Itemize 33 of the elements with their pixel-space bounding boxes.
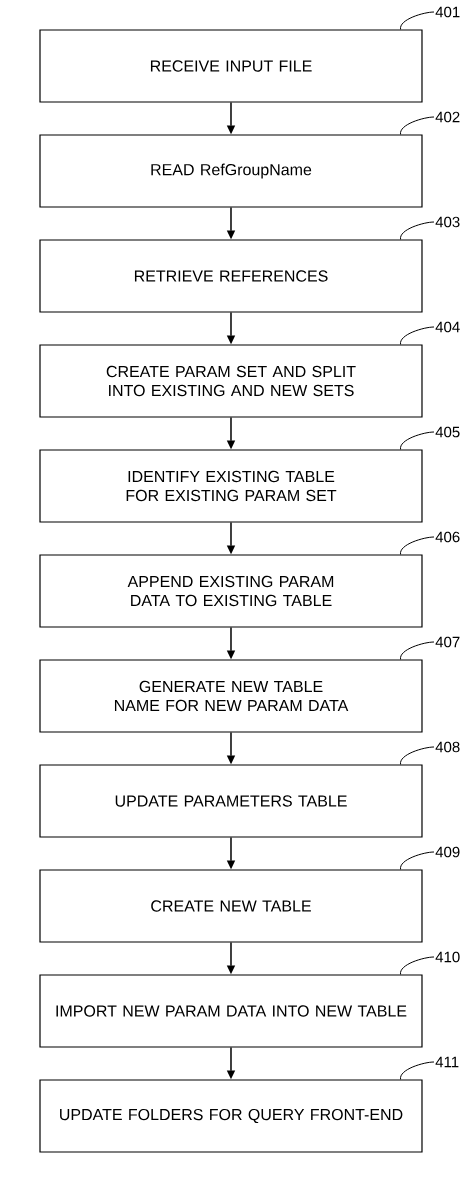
leader-line [400, 116, 435, 135]
process-box: READ RefGroupName [39, 134, 423, 208]
process-box: UPDATE PARAMETERS TABLE [39, 764, 423, 838]
process-box: IMPORT NEW PARAM DATA INTO NEW TABLE [39, 974, 423, 1048]
reference-number: 404 [435, 321, 460, 333]
leader-line [400, 746, 435, 765]
leader-line [400, 221, 435, 240]
leader-line [400, 326, 435, 345]
reference-number: 401 [435, 6, 460, 18]
process-box: RECEIVE INPUT FILE [39, 29, 423, 103]
reference-number: 409 [435, 846, 460, 858]
leader-line [400, 956, 435, 975]
leader-line [400, 641, 435, 660]
reference-number: 405 [435, 426, 460, 438]
reference-number: 403 [435, 216, 460, 228]
reference-number: 406 [435, 531, 460, 543]
leader-line [400, 851, 435, 870]
process-box: CREATE PARAM SET AND SPLIT INTO EXISTING AND NEW SETS [39, 344, 423, 418]
leader-line [400, 11, 435, 30]
reference-number: 411 [435, 1056, 459, 1068]
process-box: CREATE NEW TABLE [39, 869, 423, 943]
leader-line [400, 536, 435, 555]
process-box: APPEND EXISTING PARAM DATA TO EXISTING TABLE [39, 554, 423, 628]
process-box: IDENTIFY EXISTING TABLE FOR EXISTING PARAM SET [39, 449, 423, 523]
process-box: RETRIEVE REFERENCES [39, 239, 423, 313]
leader-line [400, 1061, 435, 1080]
process-box: UPDATE FOLDERS FOR QUERY FRONT-END [39, 1079, 423, 1153]
reference-number: 410 [435, 951, 460, 963]
leader-line [400, 431, 435, 450]
reference-number: 402 [435, 111, 460, 123]
process-box: GENERATE NEW TABLE NAME FOR NEW PARAM DATA [39, 659, 423, 733]
reference-number: 408 [435, 741, 460, 753]
reference-number: 407 [435, 636, 460, 648]
